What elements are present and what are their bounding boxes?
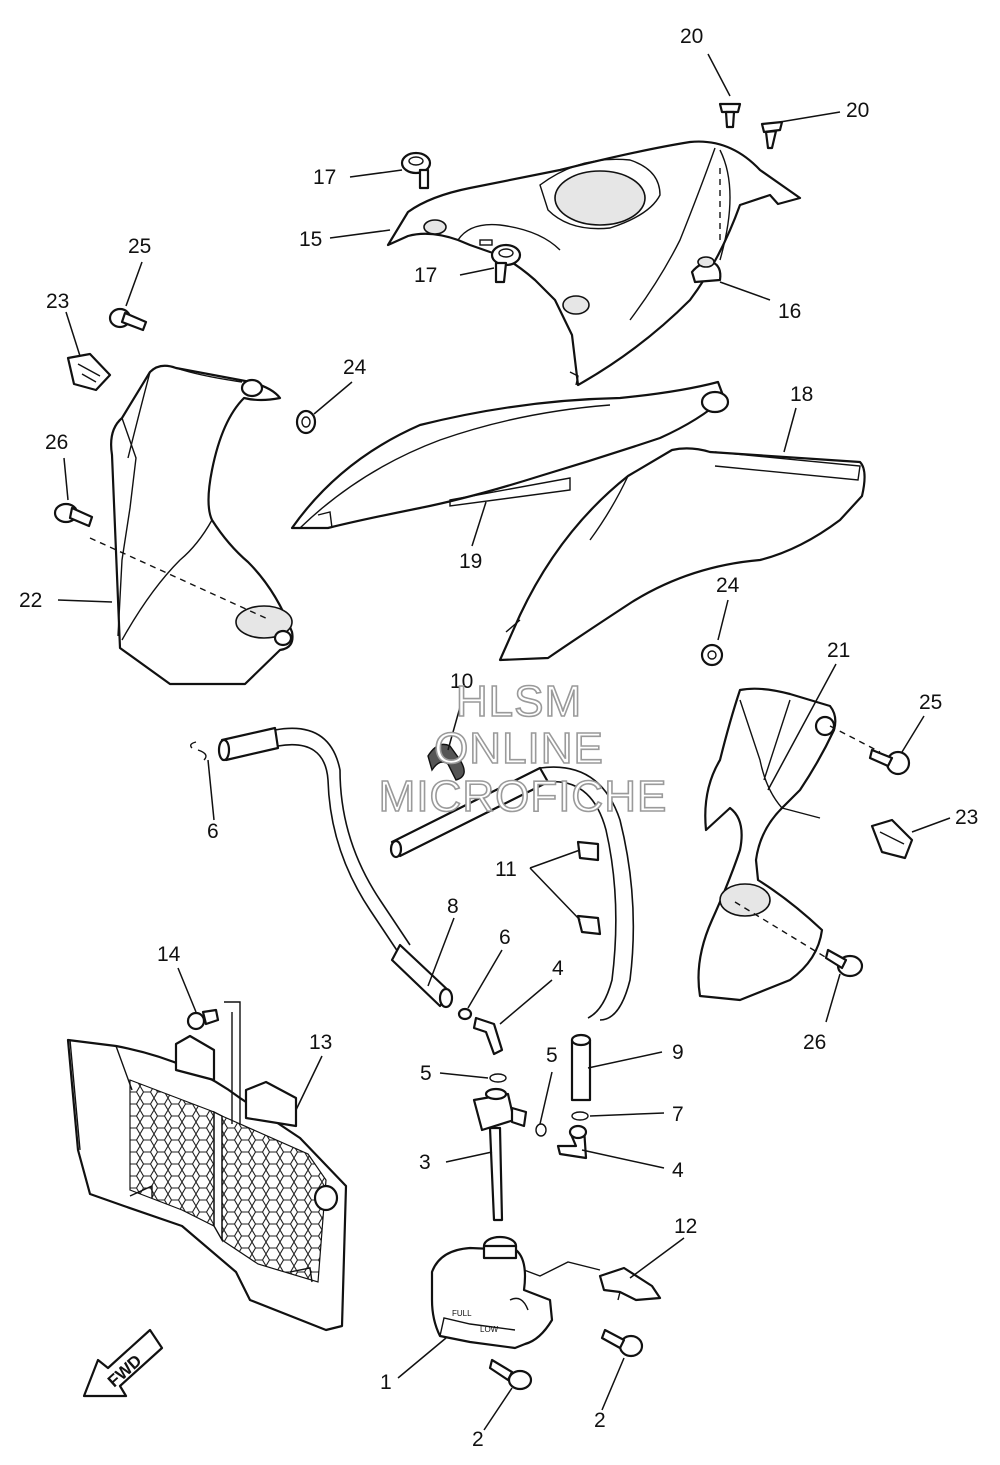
right-shroud-part-21: [697, 687, 881, 1002]
callout-16: 16: [778, 300, 801, 323]
collar-part-24-b: [700, 643, 724, 667]
callouts: 20 20 17 15 17 16 25 23 24 18 26 19 22 2…: [19, 25, 978, 1451]
callout-26-a: 26: [45, 431, 68, 454]
screw-part-14: [186, 1001, 241, 1124]
callout-9: 9: [672, 1041, 684, 1064]
bolt-part-2-b: [600, 1328, 644, 1358]
hose-part-9: [389, 766, 635, 1102]
fwd-arrow-icon: FWD: [82, 1328, 164, 1398]
elbow-part-4-b: [556, 1124, 588, 1160]
clamp-part-10: [427, 743, 465, 781]
callout-20-b: 20: [846, 99, 869, 122]
callout-4-b: 4: [672, 1159, 684, 1182]
clip-part-20-b: [760, 120, 784, 150]
callout-2-b: 2: [594, 1409, 606, 1432]
pipe-part-3: [472, 1087, 528, 1222]
callout-7: 7: [672, 1103, 684, 1126]
callout-14: 14: [157, 943, 181, 966]
callout-17-a: 17: [313, 166, 336, 189]
callout-6-a: 6: [207, 820, 219, 843]
callout-22: 22: [19, 589, 42, 612]
watermark-line-3: MICROFICHE: [379, 772, 668, 821]
callout-11: 11: [495, 858, 517, 881]
clip-part-5-a: [489, 1073, 507, 1083]
callout-24-b: 24: [716, 574, 740, 597]
callout-19: 19: [459, 550, 482, 573]
rivet-part-17-b: [490, 243, 522, 284]
bolt-part-2-a: [488, 1358, 533, 1391]
radiator-guard-part-13: [66, 1034, 348, 1332]
rivet-part-17-a: [400, 151, 432, 190]
svg-text:LOW: LOW: [480, 1325, 499, 1334]
watermark-line-1: HLSM: [456, 677, 582, 726]
nut-part-23-a: [66, 352, 112, 392]
side-cover-part-19: [290, 380, 730, 530]
watermark: HLSM ONLINE MICROFICHE: [378, 676, 668, 822]
side-panel-part-18: [498, 447, 866, 662]
bracket-part-12: [598, 1266, 662, 1302]
clamp-part-7: [571, 1111, 589, 1121]
callout-10: 10: [450, 670, 473, 693]
callout-15: 15: [299, 228, 322, 251]
clamp-part-6-b: [457, 1007, 473, 1021]
leader-lines: [57, 53, 951, 1431]
callout-3: 3: [419, 1151, 431, 1174]
callout-5-b: 5: [546, 1044, 558, 1067]
nut-part-23-b: [870, 818, 914, 860]
bolt-part-26-b: [824, 948, 864, 978]
callout-2-a: 2: [472, 1428, 484, 1451]
callout-5-a: 5: [420, 1062, 432, 1085]
watermark-line-2: ONLINE: [434, 724, 604, 773]
callout-23-a: 23: [46, 290, 69, 313]
callout-6-b: 6: [499, 926, 511, 949]
callout-13: 13: [309, 1031, 332, 1054]
collar-part-24-a: [295, 409, 317, 435]
clip-part-5-b: [535, 1123, 547, 1137]
reservoir-tank-part-1: FULL LOW: [430, 1235, 601, 1350]
callout-20-a: 20: [680, 25, 703, 48]
callout-12: 12: [674, 1215, 697, 1238]
bolt-part-26-a: [53, 502, 94, 528]
tank-cover-part-15: [386, 140, 802, 387]
callout-17-b: 17: [414, 264, 437, 287]
callout-8: 8: [447, 895, 459, 918]
callout-18: 18: [790, 383, 813, 406]
screw-part-25-a: [108, 307, 148, 332]
clip-part-11: [576, 840, 602, 936]
grommet-part-16: [690, 256, 722, 284]
elbow-part-4-a: [472, 1016, 504, 1056]
clamp-part-6-a: [189, 741, 207, 761]
callout-4-a: 4: [552, 957, 564, 980]
callout-1: 1: [380, 1371, 392, 1394]
callout-24-a: 24: [343, 356, 367, 379]
clip-part-20-a: [718, 102, 742, 129]
left-shroud-part-22: [89, 364, 294, 686]
callout-25-b: 25: [919, 691, 942, 714]
hose-part-8: [217, 726, 454, 1009]
callout-21: 21: [827, 639, 850, 662]
callout-23-b: 23: [955, 806, 978, 829]
screw-part-25-b: [868, 748, 911, 776]
callout-25-a: 25: [128, 235, 151, 258]
svg-text:FULL: FULL: [452, 1309, 472, 1318]
callout-26-b: 26: [803, 1031, 826, 1054]
